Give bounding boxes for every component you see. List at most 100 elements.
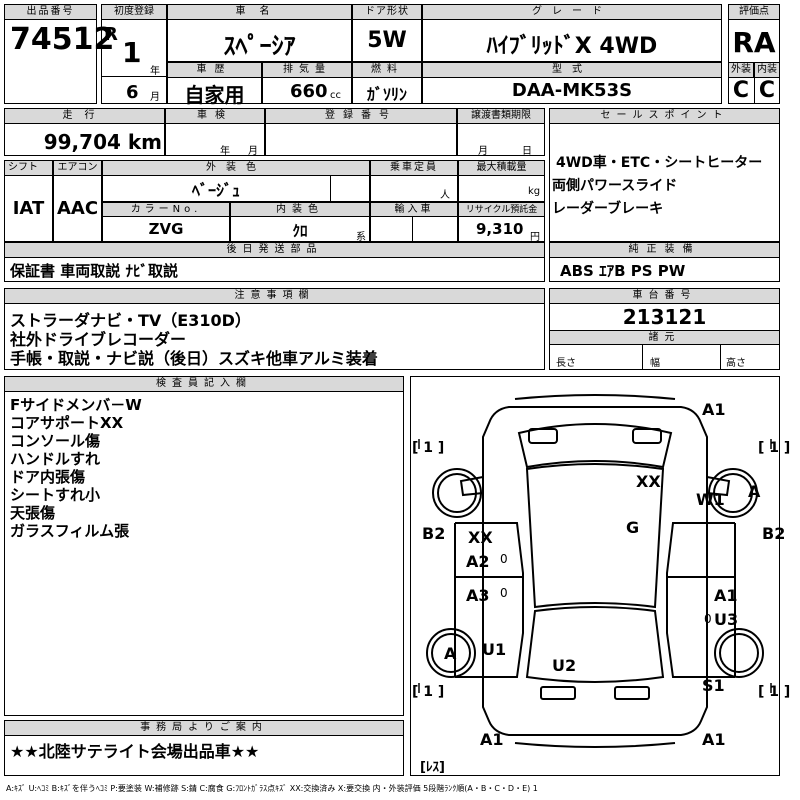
lot-number: 74512 <box>10 22 115 57</box>
mileage: 99,704 km <box>43 130 162 154</box>
damage-mark: [ 1 ] <box>758 440 791 456</box>
int-color-label: 内装色 <box>230 202 370 217</box>
damage-mark: S1 <box>702 676 725 695</box>
insp-year-unit: 年 <box>220 146 230 157</box>
exterior-score: C <box>732 78 750 103</box>
capacity-label: 乗車定員 <box>370 160 458 176</box>
less-mark: [ﾚｽ] <box>420 760 445 775</box>
int-color: ｸﾛ <box>292 222 308 240</box>
door-label: ドア形状 <box>352 4 422 20</box>
reg-no-label: 登録番号 <box>265 108 457 124</box>
damage-mark: A3 <box>466 586 490 605</box>
ext-color-label: 外装色 <box>102 160 370 176</box>
car-name: ｽﾍﾟｰｼｱ <box>223 32 296 60</box>
max-load-label: 最大積載量 <box>458 160 545 176</box>
door-type: 5W <box>367 28 407 53</box>
damage-mark: A1 <box>702 730 726 749</box>
width-label: 幅 <box>650 358 660 369</box>
sale-point-line: レーダーブレーキ <box>552 201 664 217</box>
inspector-line: ガラスフィルム張 <box>10 522 130 540</box>
sale-point-line: 両側パワースライド <box>552 178 678 194</box>
history-label: 車歴 <box>167 62 262 78</box>
length-label: 長さ <box>556 358 576 369</box>
transfer-label: 譲渡書類期限 <box>457 108 545 124</box>
damage-mark: XX <box>636 472 661 491</box>
damage-diagram <box>410 376 780 776</box>
damage-mark: G <box>626 518 640 537</box>
lot-label: 出品番号 <box>4 4 97 20</box>
damage-mark: [ 1 ] <box>412 440 445 456</box>
chassis-number: 213121 <box>622 305 707 329</box>
displacement-unit: cc <box>330 90 341 101</box>
chassis-label: 車台番号 <box>549 288 780 304</box>
history: 自家用 <box>184 83 245 107</box>
damage-mark: A2 <box>466 552 490 571</box>
interior-score: C <box>758 78 776 103</box>
later-parts: 保証書 車両取説 ﾅﾋﾞ取説 <box>10 262 178 280</box>
damage-mark: A1 <box>702 400 726 419</box>
displacement: 660 <box>290 81 328 102</box>
damage-mark: [ 1 ] <box>412 684 445 700</box>
exterior-label: 外装 <box>728 62 754 78</box>
damage-mark: XX <box>468 528 493 547</box>
dims-label: 諸元 <box>549 330 780 345</box>
inspector-line: Fサイドメンバ－W <box>10 396 142 414</box>
sale-point-line: 4WD車・ETC・シートヒーター <box>556 155 763 171</box>
later-parts-label: 後日発送部品 <box>4 242 545 258</box>
note-line: 手帳・取説・ナビ説（後日）スズキ他車アルミ装着 <box>10 349 378 368</box>
color-no-label: カラーNo. <box>102 202 230 217</box>
interior-label: 内装 <box>754 62 780 78</box>
note-line: ストラーダナビ・TV（E310D） <box>10 311 251 330</box>
grade: ﾊｲﾌﾞﾘｯﾄﾞX 4WD <box>486 34 658 59</box>
shift-label: シフト <box>4 160 53 176</box>
color-no: ZVG <box>148 220 184 238</box>
damage-mark: U1 <box>482 640 507 659</box>
height-label: 高さ <box>726 358 746 369</box>
insp-month-unit: 月 <box>248 146 258 157</box>
inspector-line: シートすれ小 <box>10 486 101 504</box>
score-label: 評価点 <box>728 4 780 20</box>
inspection-label: 車検 <box>165 108 265 124</box>
grade-label: グレード <box>422 4 722 20</box>
office-label: 事務局よりご案内 <box>4 720 404 736</box>
damage-mark: B2 <box>422 524 446 543</box>
reg-year: 1 <box>122 36 142 69</box>
fuel: ｶﾞｿﾘﾝ <box>366 85 407 104</box>
note-line: 社外ドライブレコーダー <box>10 330 187 349</box>
shift: IAT <box>12 198 45 219</box>
mileage-label: 走行 <box>4 108 165 124</box>
damage-mark: U2 <box>552 656 577 675</box>
car-name-label: 車名 <box>167 4 352 20</box>
damage-mark: A <box>748 482 761 501</box>
score: RA <box>732 26 776 59</box>
genuine-label: 純正装備 <box>549 242 780 258</box>
inspector-line: コンソール傷 <box>10 432 101 450</box>
sale-points-label: セールスポイント <box>549 108 780 124</box>
import-label: 輸入車 <box>370 202 458 217</box>
damage-mark: A <box>444 644 457 663</box>
door-handle-mark: 0 <box>704 612 712 626</box>
recycle: 9,310 <box>476 220 524 238</box>
first-reg-label: 初度登録 <box>101 4 167 20</box>
displacement-label: 排気量 <box>262 62 352 78</box>
month-unit: 月 <box>150 92 160 103</box>
damage-mark: A1 <box>480 730 504 749</box>
notes-label: 注意事項欄 <box>4 288 545 304</box>
ac-label: エアコン <box>53 160 102 176</box>
office-notice: ★★北陸サテライト会場出品車★★ <box>10 742 260 761</box>
damage-mark: B2 <box>762 524 786 543</box>
car-outline <box>418 394 772 748</box>
door-handle-mark: 0 <box>500 586 508 600</box>
transfer-day-unit: 日 <box>522 146 532 157</box>
inspector-label: 検査員記入欄 <box>4 376 404 392</box>
ext-color: ﾍﾞｰｼﾞｭ <box>191 181 240 200</box>
recycle-unit: 円 <box>530 232 540 243</box>
fuel-label: 燃料 <box>352 62 422 78</box>
door-handle-mark: 0 <box>500 552 508 566</box>
model-label: 型式 <box>422 62 722 78</box>
inspector-line: ドア内張傷 <box>10 468 86 486</box>
era: R <box>104 24 118 45</box>
int-color-unit: 系 <box>356 232 366 243</box>
inspector-line: 天張傷 <box>10 504 56 522</box>
model: DAA-MK53S <box>511 80 633 101</box>
